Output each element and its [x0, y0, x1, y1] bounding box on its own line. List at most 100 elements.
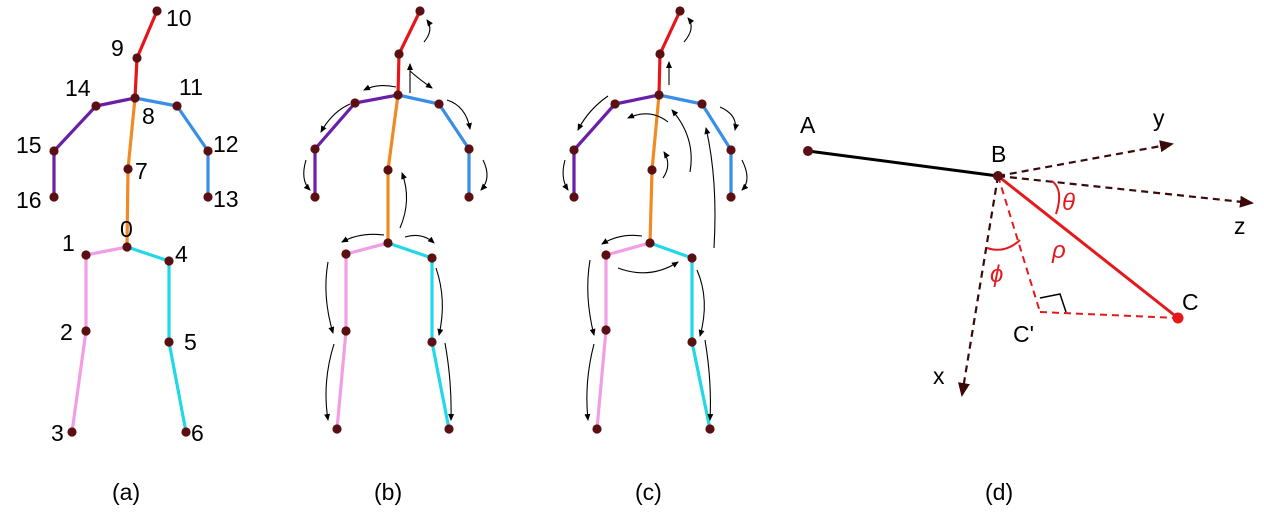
bone-c-0-4 [648, 241, 694, 260]
joint-a-1 [81, 250, 91, 260]
label-point-c-prime: C' [1013, 321, 1034, 347]
projection-bc-prime [997, 175, 1041, 313]
joint-b-13 [464, 192, 474, 202]
joint-a-7 [123, 164, 133, 174]
joint-c-12 [726, 145, 736, 155]
arrow-b-left-shin [324, 343, 335, 421]
bone-c-5-6 [690, 340, 712, 431]
joint-b-8 [393, 90, 403, 100]
theta-arc [1051, 180, 1061, 215]
joint-c-2 [601, 325, 611, 335]
arrow-b-neck-left [363, 84, 397, 91]
joint-c-8 [654, 90, 664, 100]
joint-label-13: 13 [213, 186, 239, 212]
joint-a-15 [49, 146, 59, 156]
joint-label-1: 1 [62, 230, 75, 256]
bone-b-11-12 [437, 102, 471, 151]
arrow-b-hip-right [404, 234, 435, 244]
joint-a-0 [122, 242, 132, 252]
joint-b-0 [383, 238, 393, 248]
joint-b-9 [394, 49, 404, 59]
bone-a-9-10 [135, 9, 159, 60]
joint-a-8 [130, 93, 140, 103]
arrow-c-head [683, 17, 695, 43]
joint-c-7 [647, 165, 657, 175]
bone-c-2-3 [595, 328, 608, 431]
bone-c-8-11 [657, 93, 704, 106]
joint-b-11 [434, 99, 444, 109]
joint-c-6 [705, 424, 715, 434]
joint-label-9: 9 [111, 35, 124, 61]
bone-c-9-10 [658, 9, 682, 56]
panel-a-bones [52, 9, 210, 434]
panel-a-joints [49, 6, 213, 437]
label-axis-z: z [1234, 213, 1246, 239]
arrow-c-long-up [704, 127, 716, 249]
arrow-c-left-shin [584, 343, 595, 421]
joint-a-9 [132, 53, 142, 63]
joint-a-16 [49, 192, 59, 202]
joint-c-0 [645, 238, 655, 248]
joint-label-3: 3 [51, 420, 64, 446]
bone-a-7-8 [126, 96, 137, 171]
panel-a-skeleton: 0 1 2 3 4 5 6 7 8 9 10 11 12 13 14 15 16… [16, 5, 239, 505]
arrow-b-left-elbow [303, 159, 311, 191]
arrow-c-right-shin [704, 339, 714, 421]
joint-a-2 [81, 326, 91, 336]
arrow-c-right-shoulder [719, 106, 740, 131]
joint-a-6 [181, 427, 191, 437]
point-b [993, 171, 1003, 181]
joint-b-3 [332, 424, 342, 434]
joint-c-4 [687, 253, 697, 263]
bone-a-0-4 [125, 245, 171, 263]
panel-c-traversal-arrows [562, 17, 749, 421]
joint-label-10: 10 [166, 5, 192, 31]
arrow-b-right-elbow [480, 159, 488, 191]
panel-d-spherical-coordinates: A B C C' y z x θ ρ ϕ (d) [800, 105, 1254, 505]
label-point-c: C [1182, 289, 1199, 315]
panel-b-caption: (b) [374, 479, 402, 505]
bone-c-7-8 [650, 93, 661, 172]
joint-label-11: 11 [179, 74, 203, 100]
bone-b-14-15 [313, 101, 357, 151]
joint-c-13 [726, 192, 736, 202]
arrow-c-left-thigh [587, 259, 596, 336]
joint-a-3 [67, 427, 77, 437]
bone-b-7-8 [386, 93, 400, 172]
panel-b-joints [310, 6, 474, 434]
arrow-b-right-shin [444, 342, 455, 421]
phi-arc [986, 239, 1021, 251]
joint-c-3 [592, 424, 602, 434]
joint-b-1 [341, 249, 351, 259]
arrow-b-spine-up [399, 172, 408, 229]
label-point-a: A [800, 112, 816, 138]
bone-b-5-6 [430, 340, 451, 431]
joint-label-4: 4 [175, 241, 188, 267]
joint-b-7 [383, 165, 393, 175]
joint-b-5 [427, 337, 437, 347]
joint-label-16: 16 [16, 187, 42, 213]
bone-b-2-3 [335, 329, 348, 431]
joint-c-9 [655, 49, 665, 59]
label-theta: θ [1062, 189, 1075, 216]
projection-c-prime-c [1039, 311, 1179, 319]
joint-label-8: 8 [142, 103, 155, 129]
joint-label-14: 14 [65, 75, 91, 101]
joint-b-12 [464, 144, 474, 154]
arrow-b-right-thigh [435, 267, 444, 336]
panel-b-bones [313, 9, 471, 431]
arrow-c-hip-left [601, 234, 643, 245]
arrow-b-head [423, 19, 433, 43]
bone-b-0-4 [386, 241, 434, 260]
label-axis-x: x [933, 363, 945, 389]
joint-a-14 [91, 101, 101, 111]
bone-b-8-14 [353, 93, 400, 105]
panel-c-joints [569, 6, 736, 434]
joint-b-4 [427, 253, 437, 263]
joint-c-14 [610, 99, 620, 109]
arrow-b-left-shoulder [320, 103, 351, 133]
joint-label-0: 0 [120, 216, 133, 242]
panel-c-bones [572, 9, 733, 431]
